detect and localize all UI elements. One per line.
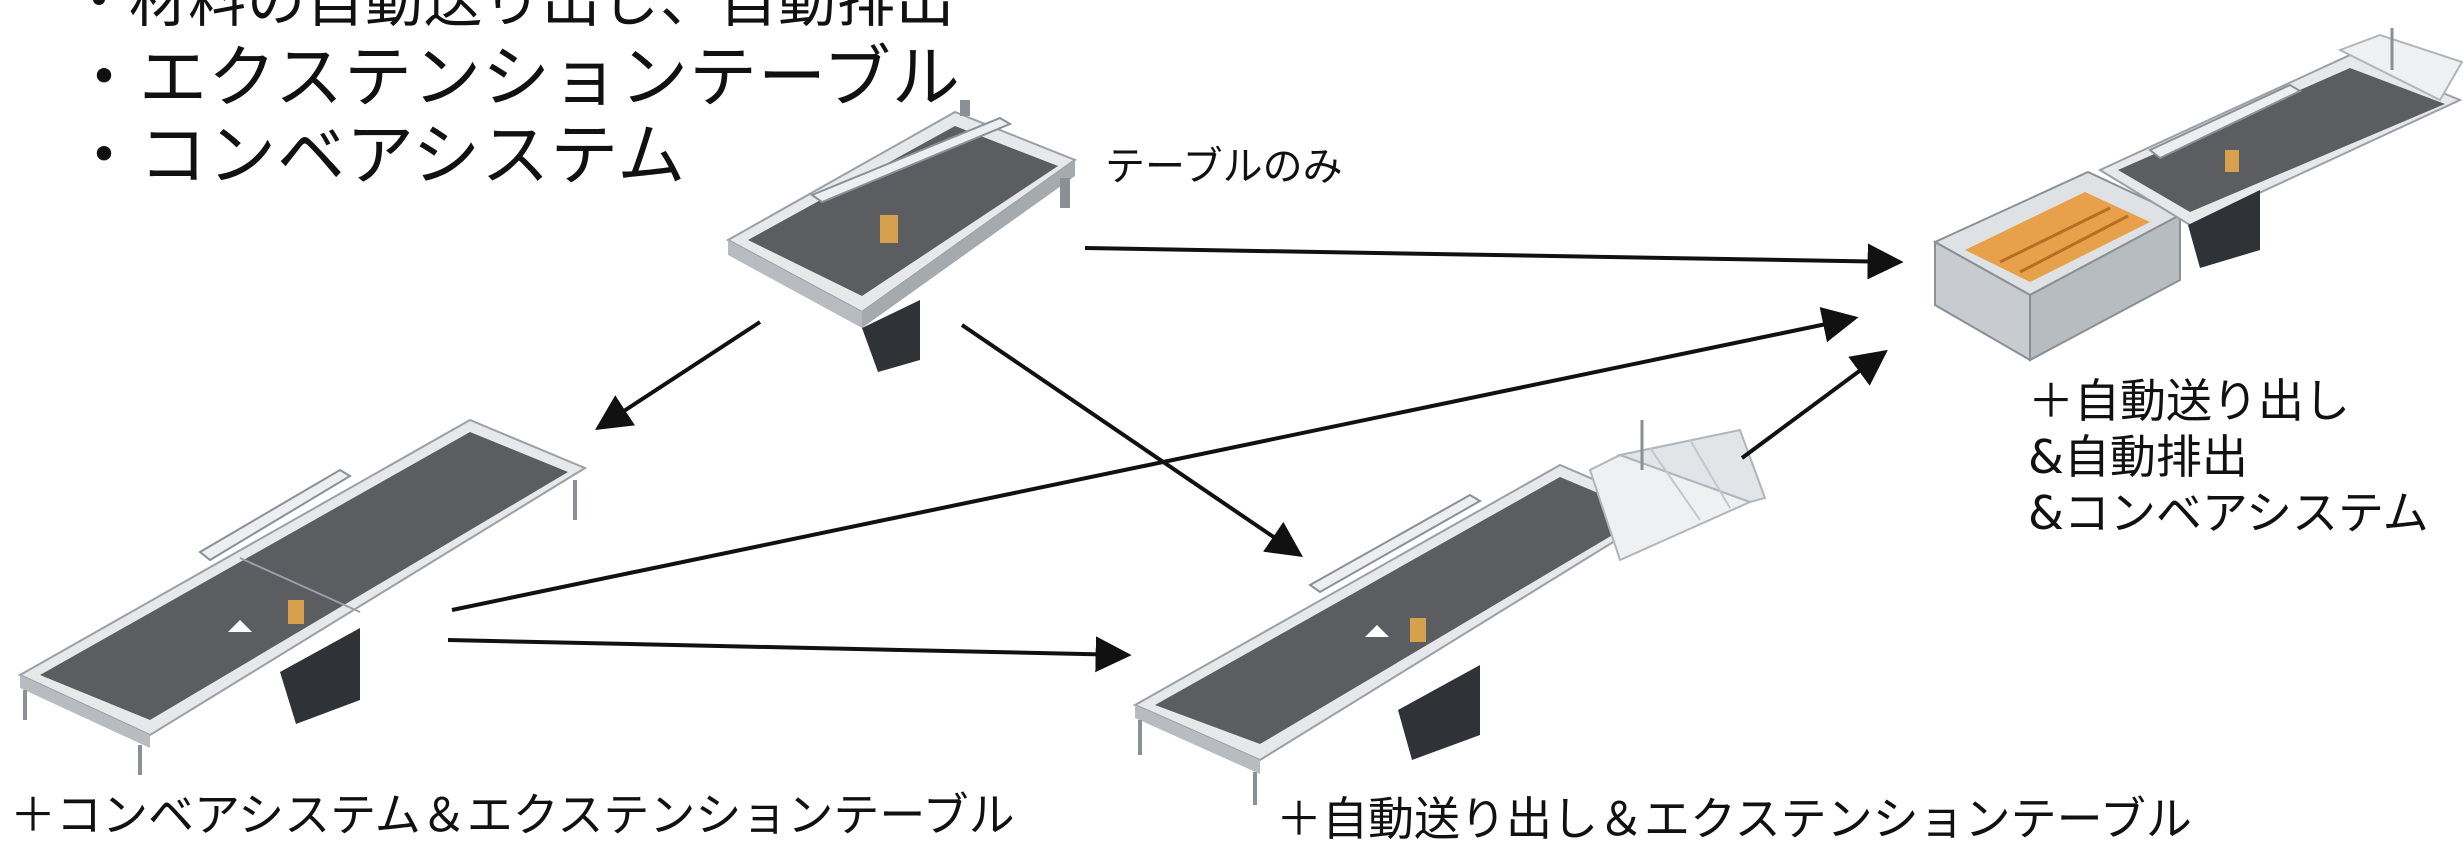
arrow-group: [447, 243, 1904, 673]
bullet-conveyor-system: ・コンベアシステム: [70, 117, 687, 196]
arrow-table-to-conveyor: [594, 320, 762, 430]
machine-auto-feed-discharge-conveyor: [1932, 28, 2463, 362]
bullet-extension-table: ・エクステンションテーブル: [70, 39, 961, 118]
label-auto-feed-extension: ＋自動送り出し＆エクステンションテーブル: [1276, 792, 2192, 846]
arrow-auto-feed-to-full: [1740, 349, 1888, 460]
feature-bullet-list: ・材料の自動送り出し、自動排出 ・エクステンションテーブル ・コンベアシステム: [70, 0, 961, 196]
machine-auto-feed-extension: [1132, 420, 1767, 805]
label-conveyor-extension: ＋コンベアシステム＆エクステンションテーブル: [10, 788, 1015, 842]
bullet-auto-feed: ・材料の自動送り出し、自動排出: [70, 0, 956, 35]
label-auto-feed-line1: ＋自動送り出し: [2028, 374, 2350, 428]
arrow-table-to-full: [1084, 243, 1904, 280]
arrow-conveyor-to-full: [451, 306, 1859, 612]
arrow-conveyor-to-auto-feed: [447, 636, 1132, 673]
arrow-table-to-auto-feed: [960, 323, 1303, 558]
label-auto-feed-line3: &コンベアシステム: [2028, 486, 2429, 540]
label-auto-feed-line2: &自動排出: [2028, 430, 2248, 484]
label-table-only: テーブルのみ: [1105, 144, 1343, 190]
machine-conveyor-extension: [17, 418, 588, 775]
machine-table-only: [725, 100, 1078, 372]
